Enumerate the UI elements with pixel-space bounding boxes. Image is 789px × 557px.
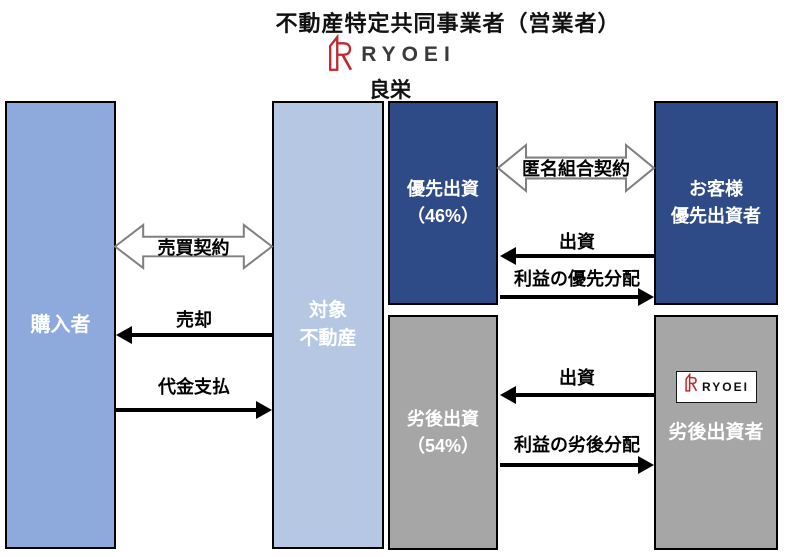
ryoei-building-r-icon [324, 33, 354, 77]
sales-contract-double-arrow: 売買契約 [113, 223, 274, 270]
subordinated-investment-label-line1: 劣後出資 [407, 408, 479, 429]
anonymous-partnership-double-arrow: 匿名組合契約 [496, 143, 656, 193]
senior-investment-label-line2: （46%） [406, 206, 480, 226]
ryoei-wordmark: RYOEI [361, 43, 456, 66]
senior-investment-arrow-left [500, 247, 654, 265]
subordinated-investment-arrow-left [500, 386, 654, 404]
subordinated-distribution-label: 利益の劣後分配 [514, 435, 640, 455]
property-label-line2: 不動産 [299, 328, 357, 349]
senior-investment-arrowhead-icon [500, 247, 516, 265]
subordinated-investment-label-line2: （54%） [406, 435, 480, 456]
subordinated-investment-flow-label: 出資 [559, 368, 595, 388]
sale-arrow-left [116, 326, 272, 344]
box-customer-senior-investor: お客様 優先出資者 [654, 101, 778, 305]
ryoei-badge-wordmark: RYOEI [702, 380, 749, 395]
box-subordinated-investor: RYOEI 劣後出資者 [654, 315, 778, 550]
customer-label-line2: 優先出資者 [671, 206, 761, 226]
box-target-property: 対象 不動産 [272, 101, 384, 549]
sale-label: 売却 [176, 310, 212, 330]
payment-arrow-right [116, 401, 272, 419]
box-subordinated-investment: 劣後出資 （54%） [388, 315, 498, 550]
ryoei-badge-building-r-icon [683, 372, 698, 402]
subordinated-distribution-arrowhead-icon [638, 456, 654, 474]
senior-distribution-label: 利益の優先分配 [514, 269, 640, 289]
buyer-label: 購入者 [30, 314, 91, 336]
senior-investment-label-line1: 優先出資 [407, 179, 479, 199]
sales-contract-label: 売買契約 [157, 237, 230, 258]
ryoei-badge: RYOEI [675, 371, 757, 404]
senior-distribution-arrow-right [500, 288, 654, 306]
box-senior-investment: 優先出資 （46%） [388, 101, 498, 305]
diagram-title: 不動産特定共同事業者（営業者） [275, 11, 621, 36]
property-label-line1: 対象 [308, 299, 347, 321]
box-buyer: 購入者 [5, 101, 116, 549]
senior-investment-flow-label: 出資 [559, 232, 595, 252]
anonymous-partnership-label: 匿名組合契約 [522, 159, 630, 179]
subordinated-investor-label: 劣後出資者 [668, 422, 764, 444]
customer-label-line1: お客様 [689, 179, 743, 199]
ryoei-logo: RYOEI [300, 33, 480, 77]
subordinated-distribution-arrow-right [500, 456, 654, 474]
sale-arrowhead-icon [116, 326, 132, 344]
subordinated-investment-arrowhead-icon [500, 386, 516, 404]
company-name: 良栄 [369, 79, 411, 102]
payment-label: 代金支払 [158, 377, 230, 397]
senior-distribution-arrowhead-icon [638, 288, 654, 306]
payment-arrowhead-icon [256, 401, 272, 419]
